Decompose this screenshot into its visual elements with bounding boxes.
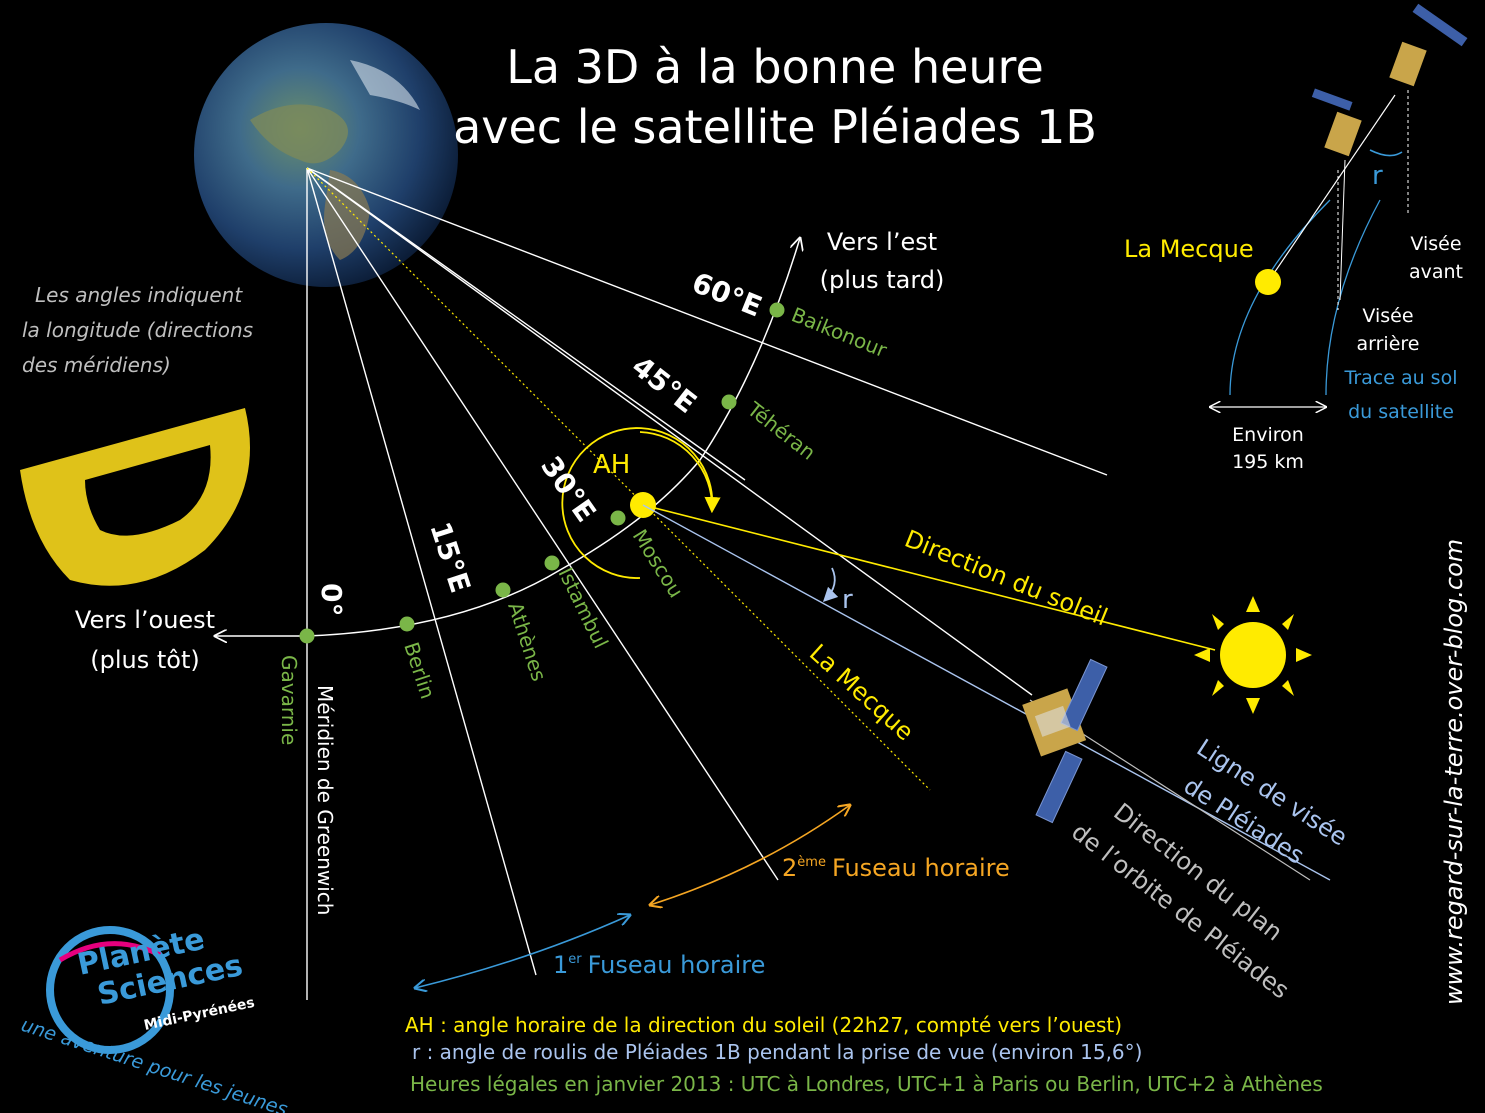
- dot-baikonour: [769, 302, 785, 318]
- title-line2: avec le satellite Pléiades 1B: [453, 100, 1097, 154]
- inset-vise-arriere-2: arrière: [1357, 333, 1420, 355]
- greenwich-label: Méridien de Greenwich: [313, 685, 337, 915]
- ah-label: AH: [593, 450, 630, 480]
- longitude-45-label: 45°E: [626, 350, 703, 420]
- dot-teheran: [721, 394, 737, 410]
- inset-vise-avant-1: Visée: [1410, 233, 1461, 255]
- meridian-60: [306, 167, 1108, 476]
- inset-environ-2: 195 km: [1232, 451, 1304, 473]
- timezone-1-arrow: [415, 915, 630, 988]
- inset-trace-2: du satellite: [1348, 401, 1454, 423]
- dot-gavarnie: [299, 628, 315, 644]
- west-label-2: (plus tôt): [90, 646, 199, 674]
- sun-direction-line: [642, 504, 1216, 651]
- footer-times: Heures légales en janvier 2013 : UTC à L…: [410, 1072, 1323, 1096]
- planete-sciences-logo: [46, 926, 174, 1054]
- sun-icon: [1194, 596, 1312, 714]
- meridian-15: [306, 167, 537, 976]
- east-label-2: (plus tard): [820, 266, 945, 294]
- inset-vise-arriere-1: Visée: [1362, 305, 1413, 327]
- note-line-1: Les angles indiquent: [35, 283, 243, 307]
- dot-berlin: [399, 616, 415, 632]
- city-label-gavarnie: Gavarnie: [277, 655, 301, 745]
- footer-ah: AH : angle horaire de la direction du so…: [405, 1013, 1122, 1037]
- dot-moscou: [610, 510, 626, 526]
- inset-environ-1: Environ: [1232, 424, 1304, 446]
- city-label-teheran: Téhéran: [742, 396, 820, 464]
- inset-satellite-1-icon: [1311, 88, 1362, 157]
- inset-vise-avant-2: avant: [1409, 261, 1463, 283]
- timezone-2-arrow: [650, 805, 850, 905]
- inset-diagram: [1210, 3, 1468, 407]
- logo-region: Midi-Pyrénées: [143, 995, 257, 1034]
- east-label-1: Vers l’est: [827, 228, 937, 256]
- city-label-athenes: Athènes: [503, 599, 551, 684]
- inset-trace-1: Trace au sol: [1344, 367, 1458, 389]
- website-label: www.regard-sur-la-terre.over-blog.com: [1440, 539, 1468, 1005]
- city-label-berlin: Berlin: [399, 639, 440, 702]
- inset-la-mecque-label: La Mecque: [1124, 235, 1254, 263]
- ah-arc: [561, 427, 714, 579]
- la-mecque-label: La Mecque: [804, 639, 919, 747]
- title-line1: La 3D à la bonne heure: [506, 40, 1044, 94]
- inset-satellite-2-icon: [1389, 3, 1468, 87]
- dot-istambul: [544, 555, 560, 571]
- city-label-baikonour: Baikonour: [788, 302, 891, 362]
- longitude-0-label: 0°: [315, 583, 348, 616]
- city-label-moscou: Moscou: [628, 525, 689, 602]
- west-label-1: Vers l’ouest: [75, 606, 215, 634]
- satellite-pleiades-icon: [1022, 658, 1108, 824]
- longitude-60-label: 60°E: [687, 266, 766, 324]
- sight-line: [642, 504, 1331, 881]
- inset-mecque-point: [1255, 269, 1281, 295]
- protractor-icon: [20, 408, 250, 586]
- dot-athenes: [495, 582, 511, 598]
- city-label-istambul: Istambul: [554, 564, 614, 653]
- inset-r-label: r: [1372, 161, 1383, 191]
- ah-arc-arrow: [639, 431, 721, 514]
- note-line-3: des méridiens): [22, 353, 171, 377]
- city-dots: [299, 302, 785, 644]
- footer-r: r : angle de roulis de Pléiades 1B penda…: [412, 1040, 1142, 1064]
- latitude-arc: [215, 238, 800, 636]
- roll-r-label: r: [842, 585, 853, 615]
- longitude-15-label: 15°E: [423, 518, 477, 597]
- roll-angle-arc: [822, 567, 839, 603]
- note-line-2: la longitude (directions: [22, 318, 253, 342]
- meridian-45: [306, 167, 746, 481]
